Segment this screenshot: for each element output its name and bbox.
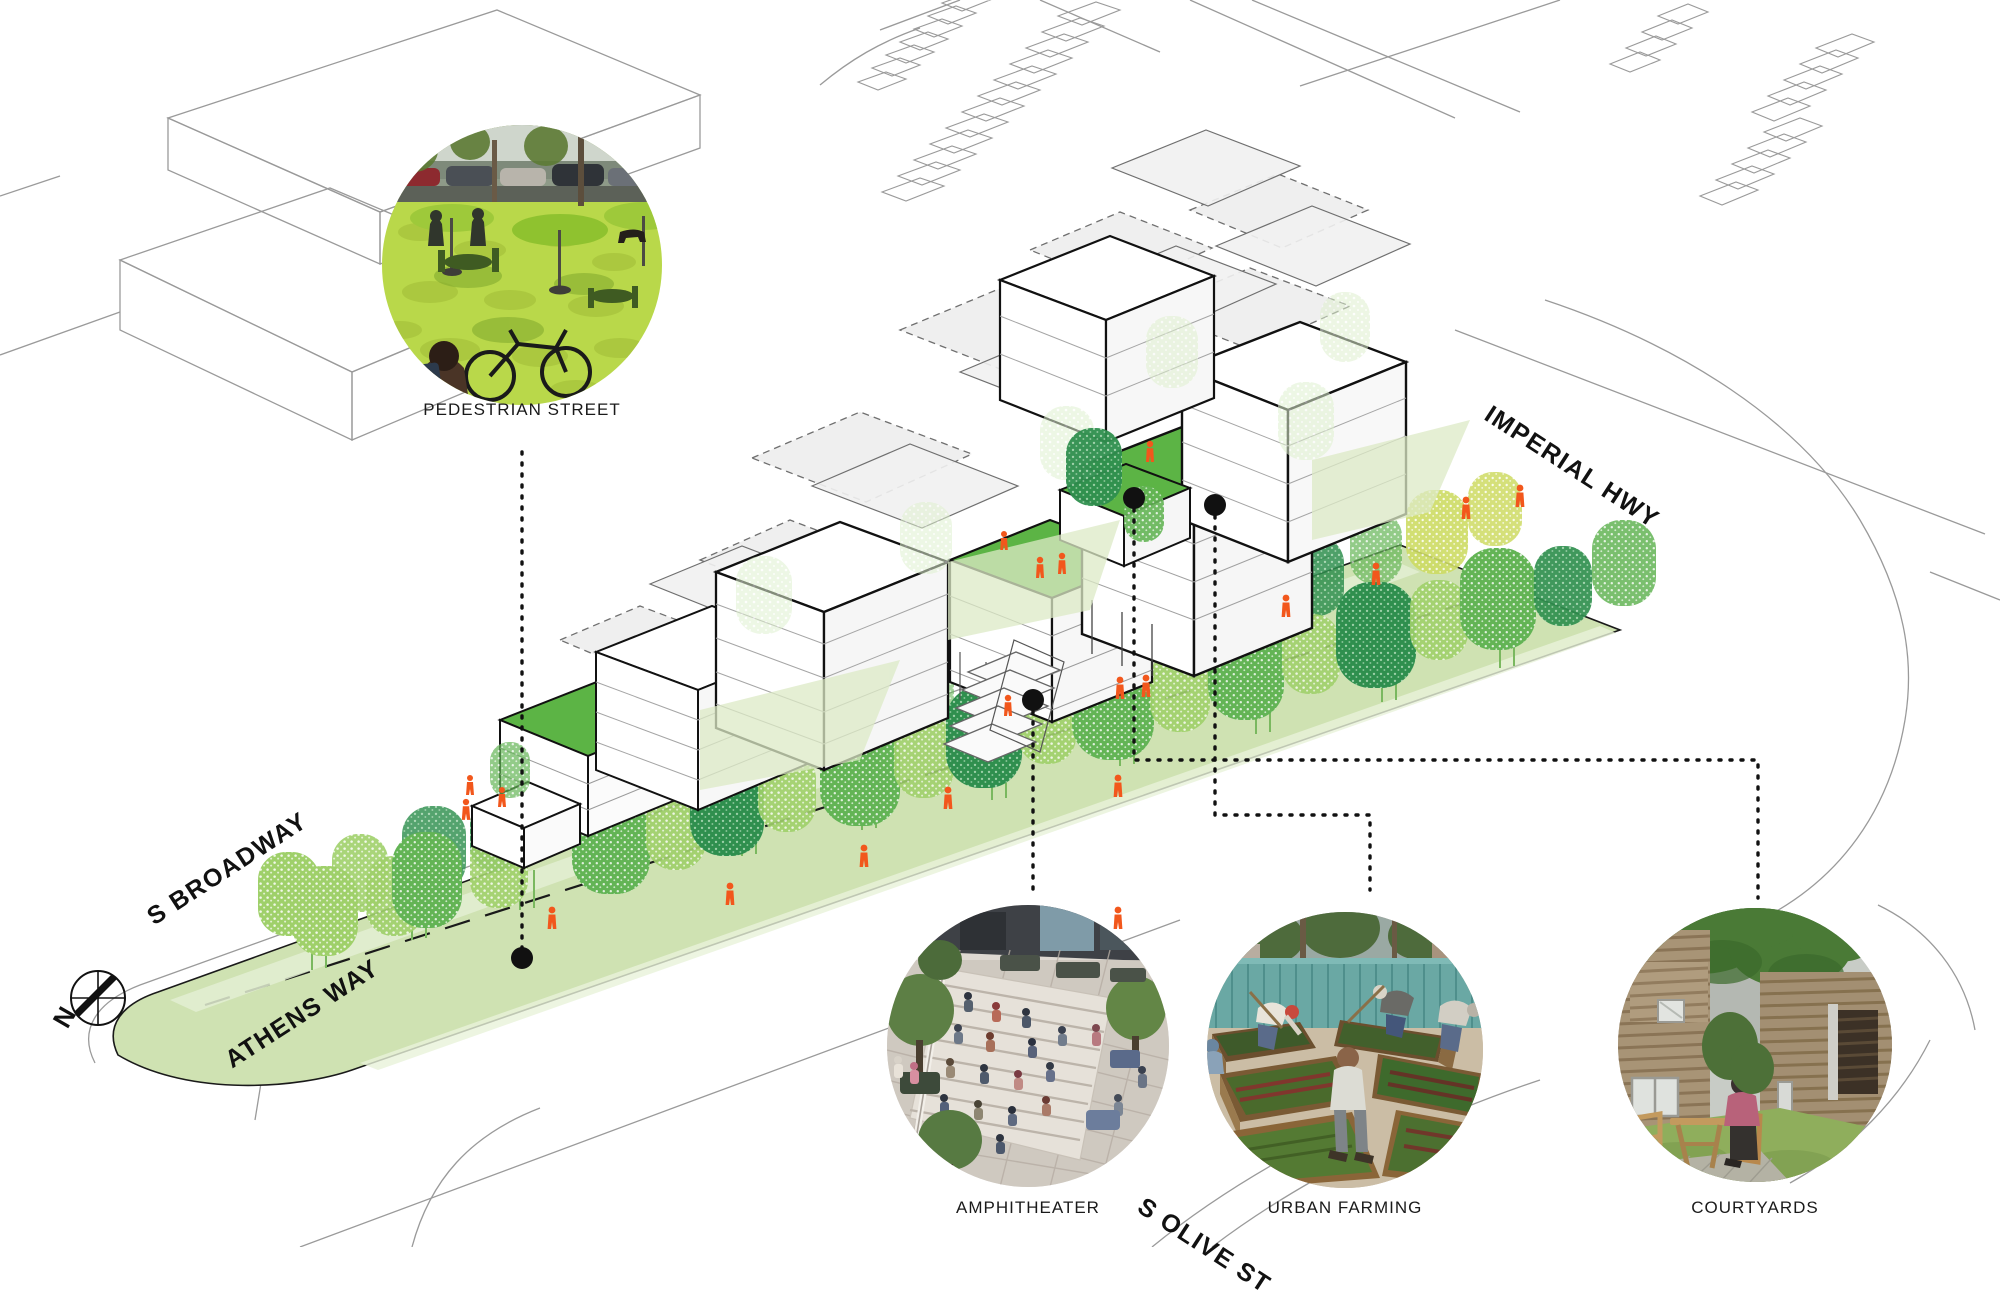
leader-courtyards [1132,496,1760,900]
courtyard-trees [736,292,1370,634]
callout-label-urban-farming: URBAN FARMING [1267,1198,1423,1217]
rooftop-trees [490,428,1164,798]
site-axonometric-svg [0,0,2000,1247]
building-shadows [700,420,1470,790]
callout-anchor-dots [511,487,1226,969]
callout-label-amphitheater: AMPHITHEATER [956,1198,1100,1217]
photo-urban-farming [1207,912,1483,1188]
crosswalk-striping [856,0,1876,206]
people-figures [461,440,1525,929]
callout-label-courtyards: COURTYARDS [1691,1198,1819,1217]
leader-urban-farming [1213,503,1372,892]
callout-label-pedestrian-street: PEDESTRIAN STREET [423,400,621,419]
north-arrow [70,970,126,1026]
callout-leader-lines [520,450,1760,960]
amphitheater-stair-massing [942,639,1065,763]
